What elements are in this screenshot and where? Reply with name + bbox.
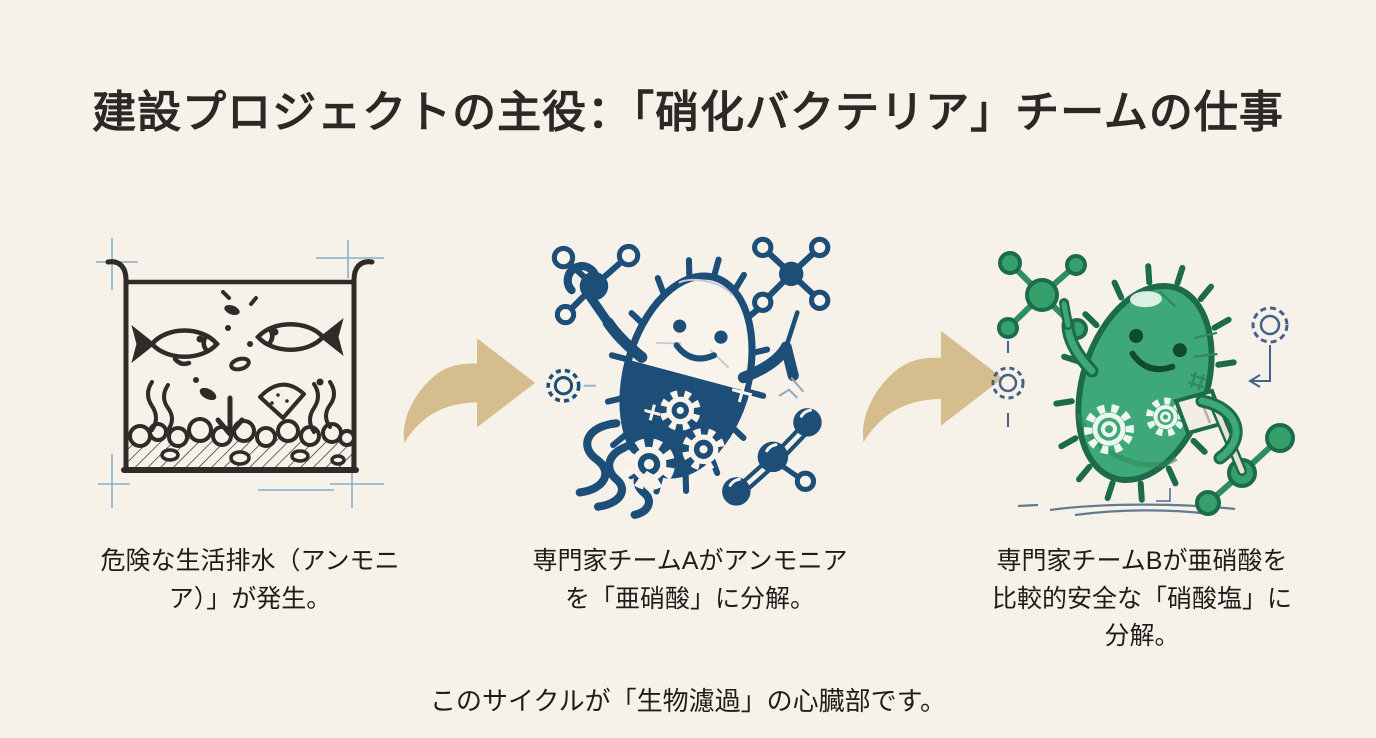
sketch-accents [778,376,805,399]
flow-arrow-2 [843,298,1008,446]
tank-outline [105,259,375,473]
caption-step-2: 専門家チームAがアンモニア を「亜硝酸」に分解。 [500,543,880,618]
footer-note: このサイクルが「生物濾過」の心臓部です。 [429,686,947,716]
blueprint-gear-left [991,341,1025,427]
gear-icon [1083,404,1134,455]
pointing-arm [1059,298,1099,378]
screwdriver-arm [737,310,800,384]
curved-arrow-icon [862,330,1003,443]
caption-line: 専門家チームAがアンモニア [532,547,848,575]
caption-line: 比較的安全な「硝酸塩」に [991,584,1292,613]
molecule-icon [752,236,831,314]
down-arrow-icon [215,395,245,437]
green-bacteria-icon [991,251,1295,517]
molecule-icon [551,243,641,326]
waste-particles [193,290,324,401]
fish-icon [131,325,220,367]
spikes [1053,263,1237,503]
gear-outline-icon [546,368,596,403]
gear-icon [659,390,701,431]
caption-step-3: 専門家チームBが亜硝酸を 比較的安全な「硝酸塩」に 分解。 [952,543,1332,656]
bacteria-body [1053,263,1237,503]
aquarium-tank-illustration [90,232,390,512]
page-title: 建設プロジェクトの主役：「硝化バクテリア」チームの仕事 [92,88,1284,137]
face [673,319,728,362]
green-bacteria-illustration [980,232,1300,524]
finger [1061,301,1071,328]
curved-arrow-icon [403,338,536,443]
caption-line: を「亜硝酸」に分解。 [564,584,815,613]
sketch-marks [1158,290,1218,391]
caption-line: 危険な生活排水（アンモニ [100,547,400,575]
blueprint-plus-marks [644,382,753,421]
aquarium-tank-icon [96,238,384,508]
caption-line: ア）」が発生。 [168,584,332,613]
gravel-bed [128,417,356,468]
food-scrap-icon [258,382,306,420]
face [1129,328,1187,373]
screwdriver-icon [783,310,800,350]
blue-bacteria-icon [546,236,831,519]
shine-highlight [1129,291,1162,308]
bacteria-body [604,256,771,495]
trowel-arm [1173,388,1247,476]
gear-icon [1145,397,1185,437]
molecule-icon [722,408,822,506]
caption-line: 分解。 [1104,622,1180,650]
decay-squiggles [146,380,336,434]
blue-bacteria-illustration [535,225,840,520]
blueprint-gear-right [1248,306,1289,388]
caption-line: 専門家チームBが亜硝酸を [996,547,1288,575]
flow-arrow-1 [385,306,540,448]
left-arrow-annotation [1248,374,1261,388]
gear-icon [623,438,675,491]
caption-step-1: 危険な生活排水（アンモニ ア）」が発生。 [60,543,440,618]
fish-icon [254,318,344,356]
